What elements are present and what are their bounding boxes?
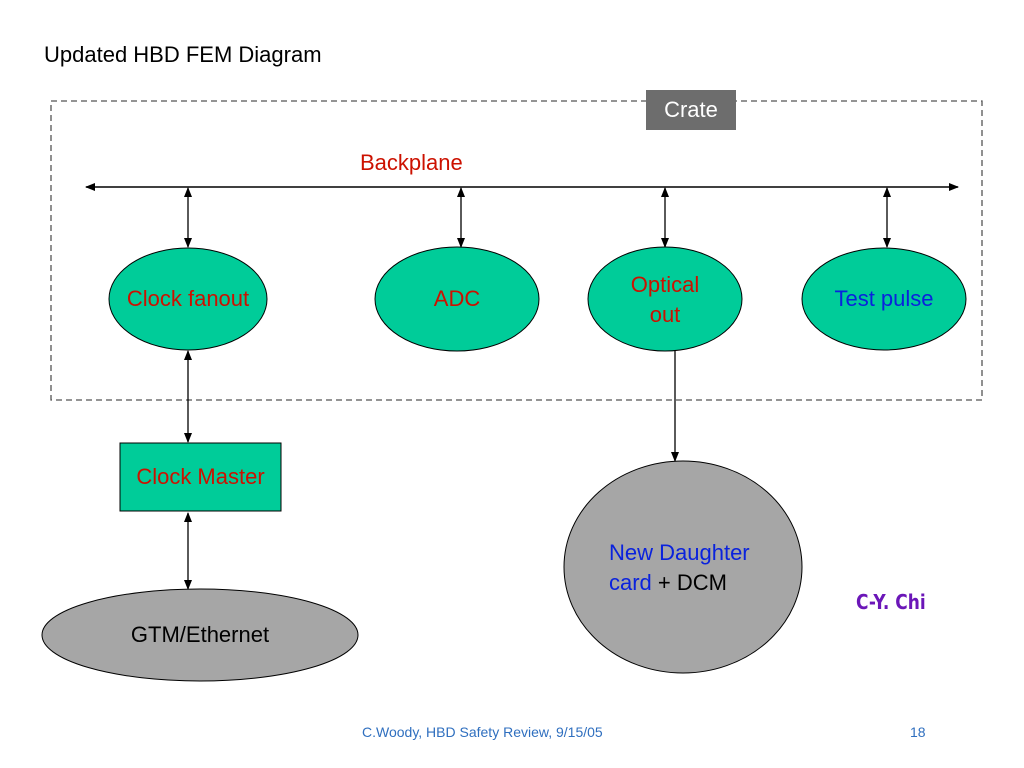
daughter-card-label: New Daughter card + DCM [609, 538, 750, 598]
clock-fanout-label: Clock fanout [126, 286, 250, 311]
daughter-card-node [563, 460, 803, 674]
crate-boundary [50, 100, 983, 401]
adc-label: ADC [433, 286, 481, 311]
optical-out-label: Optical out [588, 270, 742, 330]
daughter-card-line2: card + DCM [609, 568, 750, 598]
optical-out-label-line1: Optical [630, 272, 700, 297]
daughter-card-word: card [609, 570, 652, 595]
author-note: C-Y. Chi [856, 590, 926, 614]
test-pulse-node [801, 247, 967, 351]
clock-master-label: Clock Master [136, 464, 265, 489]
page-title: Updated HBD FEM Diagram [44, 42, 322, 67]
clock-master-node [119, 442, 282, 512]
gtm-ethernet-node [41, 588, 359, 682]
optical-out-node [587, 246, 743, 352]
daughter-card-line1: New Daughter [609, 540, 750, 565]
adc-node [374, 246, 540, 352]
footer-text: C.Woody, HBD Safety Review, 9/15/05 [362, 724, 603, 740]
backplane-label: Backplane [360, 150, 463, 175]
crate-label: Crate [646, 90, 736, 130]
test-pulse-label: Test pulse [834, 286, 934, 311]
page-number: 18 [910, 724, 926, 740]
daughter-dcm-word: + DCM [657, 570, 727, 595]
gtm-ethernet-label: GTM/Ethernet [130, 622, 270, 647]
optical-out-label-line2: out [649, 302, 681, 327]
